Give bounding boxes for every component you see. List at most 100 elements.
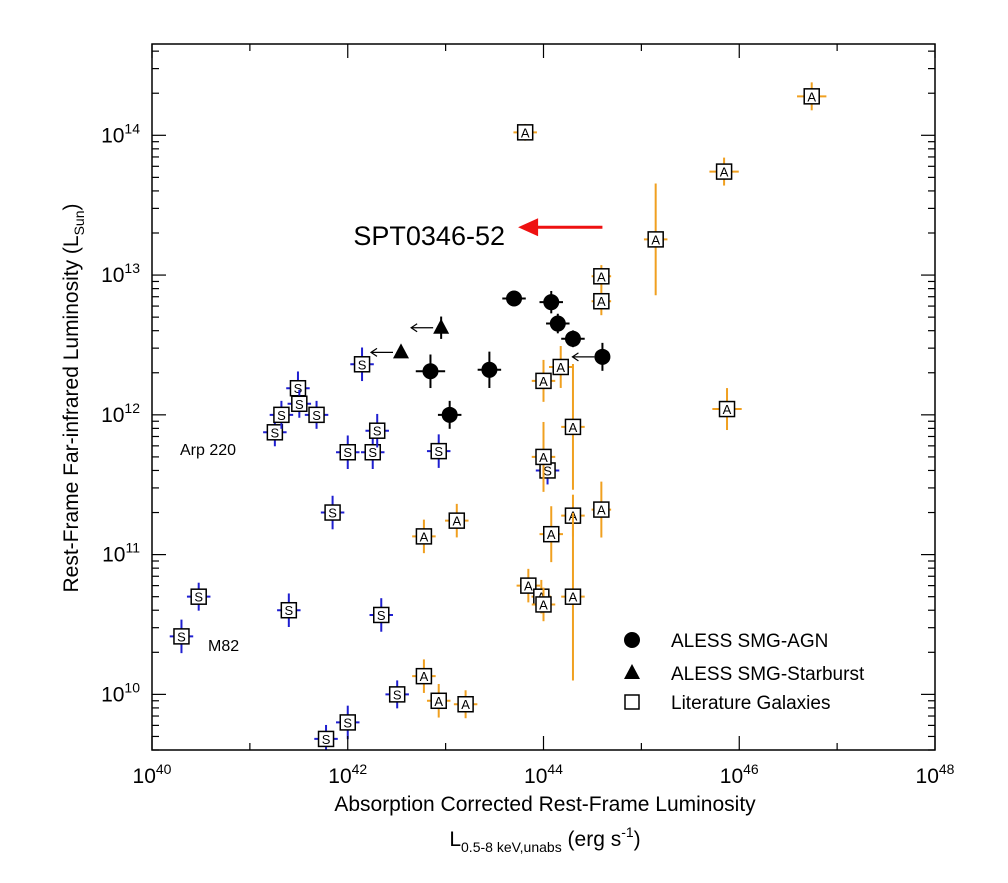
svg-text:A: A <box>420 529 429 544</box>
highlight-label: SPT0346-52 <box>353 221 505 251</box>
x-axis-label-2: L0.5-8 keV,unabs (erg s-1) <box>449 824 640 855</box>
data-point-3-13: A <box>561 363 585 490</box>
svg-text:A: A <box>524 579 533 594</box>
data-point-3-17: A <box>591 287 612 316</box>
x-tick-label-3: 1046 <box>720 761 759 788</box>
svg-text:S: S <box>373 424 382 439</box>
svg-text:S: S <box>368 445 377 460</box>
svg-text:ALESS SMG-Starburst: ALESS SMG-Starburst <box>671 664 865 685</box>
svg-text:A: A <box>597 269 606 284</box>
x-tick-label-2: 1044 <box>524 761 563 788</box>
y-tick-label-0: 1010 <box>101 679 140 706</box>
data-point-3-11: A <box>539 506 563 563</box>
data-point-1-0 <box>369 343 410 359</box>
legend-entry-0: ALESS SMG-AGN <box>624 631 828 652</box>
data-point-2-7: S <box>304 400 329 429</box>
svg-text:S: S <box>358 357 367 372</box>
svg-text:A: A <box>569 420 578 435</box>
svg-text:S: S <box>322 732 331 747</box>
data-point-3-20: A <box>709 157 739 186</box>
data-point-0-3 <box>502 290 526 307</box>
data-point-3-18: A <box>591 481 612 538</box>
data-point-3-12: A <box>548 346 573 388</box>
data-point-3-10: A <box>531 421 556 492</box>
data-point-0-6 <box>561 330 585 348</box>
y-tick-label-4: 1014 <box>101 120 140 147</box>
data-point-3-4: A <box>445 503 469 538</box>
svg-text:A: A <box>539 597 548 612</box>
data-point-3-5: A <box>513 123 537 141</box>
svg-text:ALESS SMG-AGN: ALESS SMG-AGN <box>671 631 828 652</box>
y-tick-label-2: 1012 <box>101 400 140 427</box>
svg-text:A: A <box>539 374 548 389</box>
svg-text:A: A <box>547 527 556 542</box>
svg-text:S: S <box>343 715 352 730</box>
svg-text:S: S <box>343 445 352 460</box>
y-axis-label: Rest-Frame Far-infrared Luminosity (LSun… <box>60 203 87 592</box>
svg-text:S: S <box>312 408 321 423</box>
data-point-2-0: S <box>169 619 194 654</box>
data-point-3-15: A <box>561 512 585 681</box>
svg-text:A: A <box>434 694 443 709</box>
svg-text:A: A <box>651 232 660 247</box>
data-point-2-16: S <box>385 680 409 709</box>
data-point-2-13: S <box>360 435 385 470</box>
svg-text:A: A <box>452 514 461 529</box>
data-point-2-17: S <box>426 434 451 468</box>
data-point-3-9: A <box>531 359 556 402</box>
svg-text:S: S <box>284 603 293 618</box>
data-point-0-1 <box>437 400 462 429</box>
svg-text:Literature Galaxies: Literature Galaxies <box>671 693 830 714</box>
data-point-2-14: S <box>365 413 389 448</box>
svg-text:S: S <box>277 408 286 423</box>
x-tick-label-1: 1042 <box>328 761 367 788</box>
annotation-1: M82 <box>208 638 239 655</box>
svg-text:S: S <box>194 590 203 605</box>
data-point-0-7 <box>571 342 611 371</box>
data-point-0-5 <box>546 313 570 334</box>
svg-text:A: A <box>556 360 565 375</box>
x-axis-label: Absorption Corrected Rest-Frame Luminosi… <box>334 793 756 816</box>
data-point-0-0 <box>415 354 446 389</box>
svg-text:A: A <box>597 503 606 518</box>
data-point-2-11: S <box>336 705 360 740</box>
data-point-3-2: A <box>453 690 478 719</box>
svg-text:S: S <box>377 608 386 623</box>
data-point-1-1 <box>410 316 450 339</box>
data-point-3-1: A <box>426 684 451 718</box>
svg-text:S: S <box>294 381 303 396</box>
data-point-3-19: A <box>643 183 668 296</box>
data-point-2-15: S <box>369 598 394 632</box>
data-point-2-3: S <box>269 400 294 429</box>
data-point-3-21: A <box>712 388 742 431</box>
data-point-0-2 <box>477 351 502 388</box>
highlight-arrow-head <box>518 218 539 237</box>
svg-text:S: S <box>271 425 280 440</box>
data-point-3-22: A <box>797 82 827 111</box>
annotation-0: Arp 220 <box>180 442 236 459</box>
svg-text:A: A <box>420 669 429 684</box>
data-point-3-16: A <box>591 265 612 288</box>
data-point-2-6: S <box>287 389 312 418</box>
data-point-2-8: S <box>314 724 338 750</box>
data-point-2-10: S <box>336 435 360 470</box>
data-point-3-6: A <box>516 568 541 603</box>
svg-text:S: S <box>393 687 402 702</box>
svg-text:A: A <box>723 402 732 417</box>
svg-text:A: A <box>720 165 729 180</box>
x-tick-label-4: 1048 <box>916 761 955 788</box>
data-point-2-9: S <box>320 495 345 530</box>
y-tick-label-3: 1013 <box>101 260 140 287</box>
svg-text:A: A <box>521 125 530 140</box>
data-point-2-12: S <box>350 347 374 382</box>
legend-entry-1: ALESS SMG-Starburst <box>624 664 865 685</box>
svg-text:A: A <box>807 89 816 104</box>
svg-text:S: S <box>543 463 552 478</box>
svg-text:A: A <box>461 697 470 712</box>
y-tick-label-1: 1011 <box>102 540 140 567</box>
svg-text:A: A <box>539 450 548 465</box>
svg-text:S: S <box>434 444 443 459</box>
data-point-3-8: A <box>531 587 556 622</box>
data-point-3-0: A <box>412 659 436 693</box>
